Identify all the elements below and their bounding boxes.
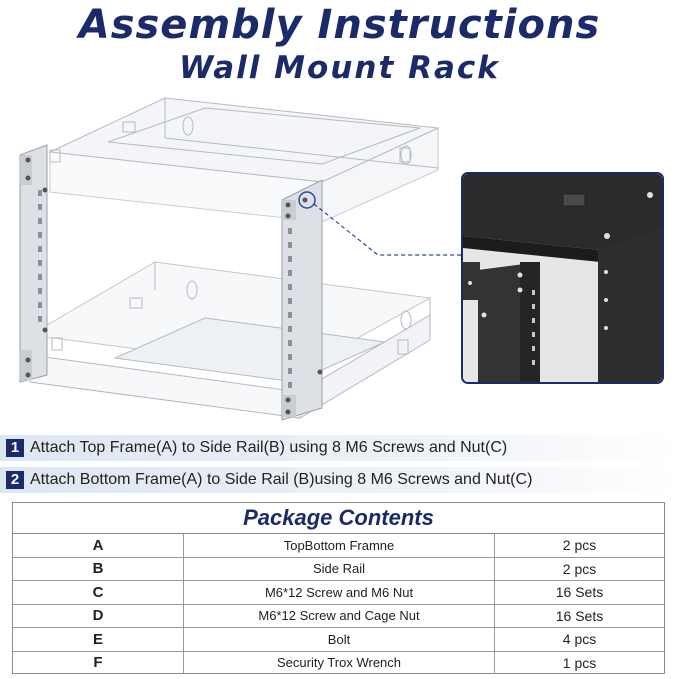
callout-circle <box>298 191 316 209</box>
part-name: M6*12 Screw and Cage Nut <box>183 604 495 628</box>
table-row: E Bolt 4 pcs <box>13 627 664 652</box>
step-text: Attach Top Frame(A) to Side Rail(B) usin… <box>30 439 508 456</box>
top-frame-plate <box>107 107 421 165</box>
part-name: Security Trox Wrench <box>183 651 495 674</box>
rack-illustration <box>19 97 664 421</box>
table-row: D M6*12 Screw and Cage Nut 16 Sets <box>13 604 664 628</box>
part-quantity: 2 pcs <box>494 534 664 558</box>
step-2: 2 Attach Bottom Frame(A) to Side Rail (B… <box>0 467 679 493</box>
part-quantity: 16 Sets <box>494 604 664 628</box>
table-row: C M6*12 Screw and M6 Nut 16 Sets <box>13 580 664 605</box>
page-subtitle: Wall Mount Rack <box>179 50 500 86</box>
rack-wireframe <box>28 97 440 419</box>
part-name: Bolt <box>183 627 495 652</box>
left-side-rail <box>19 144 48 383</box>
package-contents-table: Package Contents A TopBottom Framne 2 pc… <box>12 502 665 674</box>
right-side-rail <box>281 179 323 421</box>
step-text: Attach Bottom Frame(A) to Side Rail (B)u… <box>30 471 533 488</box>
package-contents-title: Package Contents <box>13 503 664 534</box>
part-letter: E <box>13 627 184 652</box>
part-name: Side Rail <box>183 557 495 581</box>
part-letter: A <box>13 534 184 558</box>
part-quantity: 1 pcs <box>562 654 597 671</box>
table-row: A TopBottom Framne 2 pcs <box>13 534 664 558</box>
part-name: M6*12 Screw and M6 Nut <box>183 580 495 605</box>
package-table: A TopBottom Framne 2 pcs B Side Rail 2 p… <box>13 534 664 674</box>
table-row: B Side Rail 2 pcs <box>13 557 664 581</box>
step-number: 2 <box>6 471 24 489</box>
zoom-inset <box>461 172 664 384</box>
step-1: 1 Attach Top Frame(A) to Side Rail(B) us… <box>0 435 679 461</box>
part-letter: F <box>13 651 184 674</box>
part-letter: B <box>13 557 184 581</box>
page-title: Assembly Instructions <box>78 2 601 48</box>
part-quantity: 2 pcs <box>494 557 664 581</box>
step-number: 1 <box>6 439 24 457</box>
part-quantity: 16 Sets <box>494 580 664 605</box>
slot <box>122 121 136 133</box>
part-name: TopBottom Framne <box>183 534 495 558</box>
part-quantity: 4 pcs <box>494 627 664 652</box>
table-row: F Security Trox Wrench 1 pcs <box>13 651 664 674</box>
part-letter: D <box>13 604 184 628</box>
part-letter: C <box>13 580 184 605</box>
